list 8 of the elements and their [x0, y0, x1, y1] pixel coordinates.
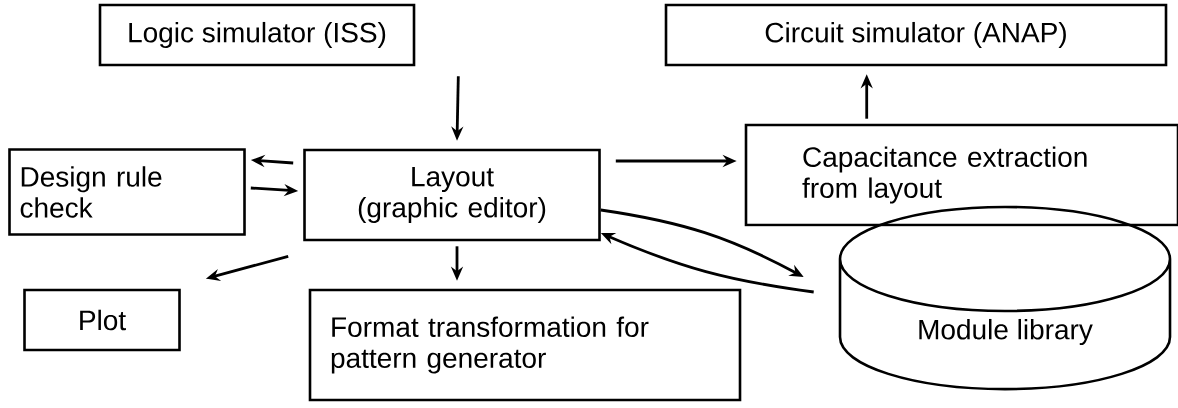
process-box: Format transformation for pattern generator — [308, 288, 742, 402]
process-box: Design rule check — [8, 148, 246, 236]
process-box: Logic simulator (ISS) — [98, 3, 416, 67]
process-box: Layout (graphic editor) — [303, 148, 601, 242]
process-box: Capacitance extraction from layout — [744, 123, 1178, 227]
process-box: Circuit simulator (ANAP) — [664, 3, 1168, 67]
process-box: Plot — [23, 288, 181, 352]
cylinder-storage: Module library — [838, 205, 1172, 391]
